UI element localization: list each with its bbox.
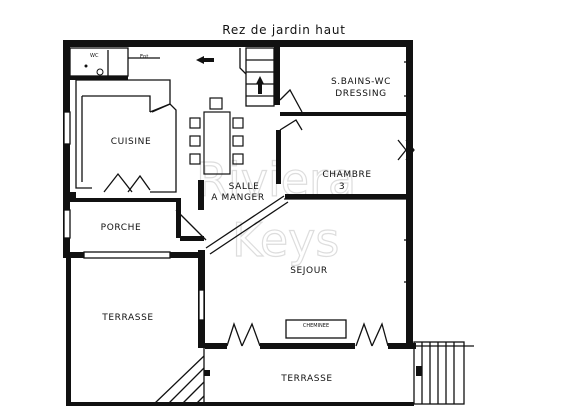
wall-bottom [66,402,414,406]
label-porche: PORCHE [101,223,142,233]
kitchen-door-right [127,174,151,193]
kitchen-window [63,111,71,145]
wall-living-bottom-mid [260,343,355,349]
stair-up-arrow-icon [256,76,264,84]
label-bains: S.BAINS-WC [331,77,391,87]
fireplace [285,319,347,339]
chair-left-2 [189,135,201,147]
label-ent: Ent [140,54,148,60]
living-door-1 [226,321,243,347]
label-terrasse-bottom: TERRASSE [280,374,332,384]
wall-kitchen-corner [70,192,76,200]
chambre-window-left [397,139,407,161]
wall-porch-right [176,198,181,238]
wc-toilet [96,68,104,76]
wall-right [406,40,413,348]
stair-rail [239,48,247,75]
terrace-stair-d [195,395,205,405]
label-salle: SALLE [229,182,260,192]
exterior-walls [63,40,414,406]
porch-window [63,209,71,239]
chambre-window-right [405,139,415,161]
wall-top [63,40,413,47]
wall-wc-bottom [70,76,128,80]
porch-diag [175,209,207,241]
wall-chambre-left [276,130,281,184]
label-dressing: DRESSING [335,89,386,99]
porch-bottom-window [83,251,171,259]
terrace-stair-c [181,381,205,405]
terrace-stair-b [167,367,205,405]
living-door-2 [241,322,261,347]
living-door-4 [371,322,389,347]
entry-arrow-icon [196,56,204,64]
room-labels: WC Ent S.BAINS-WC DRESSING CUISINE CHAMB… [90,53,391,384]
wall-living-bottom-left [205,343,227,349]
wc-box [69,47,129,77]
dining-table [203,111,231,175]
chair-right-2 [232,135,244,147]
label-sejour: SEJOUR [290,266,328,276]
wall-porch-stub [180,236,204,241]
label-terrasse-left: TERRASSE [101,313,153,323]
living-door-3 [355,322,373,347]
entry-arrow-stem [204,58,214,62]
right-stair-box [413,341,465,405]
label-chambre-number: 3 [339,182,345,192]
chair-right-3 [232,153,244,165]
terrace-stair-a [153,355,205,405]
wall-porch-top [70,198,180,202]
kitchen-counter-top [82,95,151,112]
chambre-door [279,119,303,131]
kitchen-outline-right [150,103,177,193]
kitchen-door-left [103,172,133,193]
chair-top [209,97,223,110]
wall-left-lower [66,258,71,406]
wall-diag-left [198,180,204,210]
living-left-window [198,289,205,321]
terrace-marker-left [204,370,210,376]
bath-door [279,88,303,113]
chair-right-1 [232,117,244,129]
stair-box [245,47,275,107]
wall-stair-right [274,47,280,105]
diagonal-wall-b [209,201,289,255]
plan-title: Rez de jardin haut [222,23,346,37]
watermark-line-2: Keys [232,213,339,267]
stair-arrow-stem [258,84,262,94]
terrace-marker-right [416,366,422,376]
chair-left-3 [189,153,201,165]
fixtures [84,56,422,376]
label-cheminee: CHEMINEE [303,323,329,329]
wall-left-upper [63,40,70,258]
wall-bath-bottom [280,112,406,116]
kitchen-outline-left [75,80,92,189]
label-a-manger: A MANGER [211,193,264,203]
wc-sink [84,64,88,68]
dining-table-set [189,97,244,175]
label-chambre: CHAMBRE [322,170,371,180]
wall-living-bottom-right [388,343,416,349]
diagonal-wall-a [205,195,285,249]
label-wc: WC [90,53,99,59]
label-cuisine: CUISINE [111,137,152,147]
chair-left-1 [189,117,201,129]
wall-chambre-bottom [285,194,406,199]
